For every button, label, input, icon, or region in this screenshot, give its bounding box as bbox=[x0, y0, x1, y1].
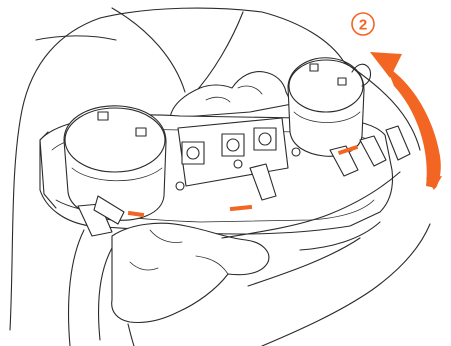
step-number: 2 bbox=[359, 17, 367, 34]
front-hand bbox=[69, 223, 269, 346]
right-cylinder bbox=[288, 58, 371, 157]
step-number-badge: 2 bbox=[352, 13, 374, 35]
